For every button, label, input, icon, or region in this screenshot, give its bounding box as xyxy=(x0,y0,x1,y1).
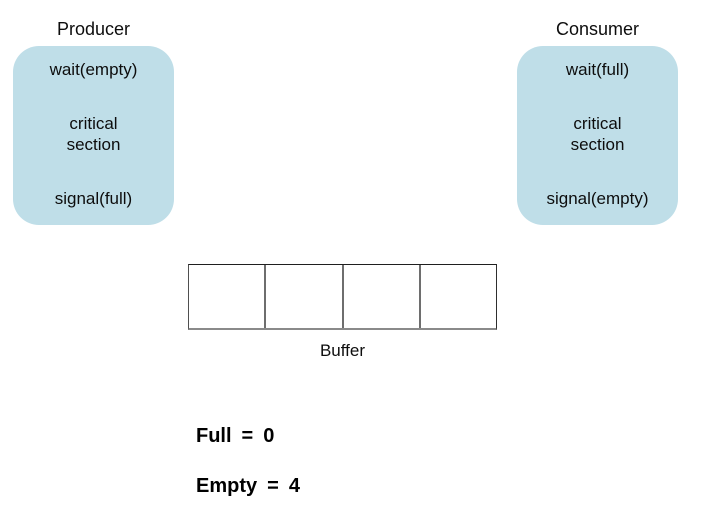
consumer-step-critical-section: critical section xyxy=(570,114,625,154)
producer-step-signal: signal(full) xyxy=(54,189,133,209)
buffer-table xyxy=(188,264,497,330)
counter-full: Full = 0 xyxy=(196,425,274,448)
counter-empty: Empty = 4 xyxy=(196,475,300,498)
consumer-box: wait(full) critical section signal(empty… xyxy=(517,46,678,225)
counter-empty-label: Empty xyxy=(196,475,258,497)
producer-step-wait: wait(empty) xyxy=(49,60,138,79)
consumer-title: Consumer xyxy=(555,19,640,39)
buffer-cell xyxy=(264,265,341,328)
buffer-cell xyxy=(341,265,419,328)
equals-sign: = xyxy=(241,425,254,447)
consumer-step-signal: signal(empty) xyxy=(546,189,649,209)
producer-box: wait(empty) critical section signal(full… xyxy=(13,46,174,225)
buffer-label: Buffer xyxy=(319,341,366,360)
producer-step-critical-section: critical section xyxy=(66,114,121,154)
producer-title: Producer xyxy=(56,19,131,39)
equals-sign: = xyxy=(267,475,279,497)
counter-full-value: 0 xyxy=(263,425,275,447)
buffer-cell xyxy=(418,265,496,328)
buffer-cell xyxy=(189,265,264,328)
consumer-step-wait: wait(full) xyxy=(565,60,630,79)
counter-empty-value: 4 xyxy=(288,475,300,497)
counter-full-label: Full xyxy=(196,425,232,447)
